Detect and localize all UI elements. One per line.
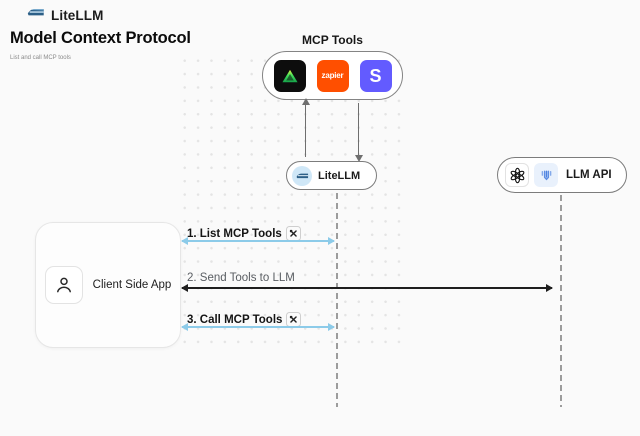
user-icon: [44, 266, 83, 304]
arrowhead-left-icon: [181, 237, 188, 245]
flow-1-label: 1. List MCP Tools: [187, 227, 282, 240]
llm-provider-icon: [534, 163, 558, 187]
litellm-brand: LiteLLM: [27, 6, 103, 24]
litellm-node-label: LiteLLM: [318, 169, 361, 182]
mcp-tool-zapier-icon: zapier: [316, 59, 349, 92]
arrowhead-down-icon: [354, 155, 363, 162]
hammer-wrench-icon: [286, 312, 302, 327]
arrowhead-up-icon: [301, 98, 310, 105]
page-title: Model Context Protocol: [10, 29, 191, 47]
mcp-tools-label: MCP Tools: [302, 33, 363, 47]
llm-api-node-label: LLM API: [566, 169, 612, 181]
arrowhead-left-icon: [181, 284, 188, 292]
client-node-label: Client Side App: [92, 279, 172, 291]
flow-3-arrow: [181, 323, 335, 331]
flow-3-label: 3. Call MCP Tools: [187, 313, 283, 326]
mcp-tool-triangle-icon: [273, 59, 306, 92]
train-icon: [27, 6, 45, 24]
litellm-node: LiteLLM: [286, 161, 377, 190]
arrowhead-left-icon: [181, 323, 188, 331]
openai-icon: [505, 163, 529, 187]
hammer-wrench-icon: [285, 226, 301, 241]
client-side-app-node: Client Side App: [35, 222, 181, 348]
litellm-train-icon: [292, 165, 312, 186]
arrow-litellm-to-mcp: [301, 98, 310, 157]
dot-grid-background: [178, 54, 404, 344]
llm-api-node: LLM API: [497, 157, 627, 193]
mcp-tools-node: zapier S: [262, 51, 403, 100]
flow-2-arrow: [181, 284, 553, 292]
flow-1-arrow: [181, 237, 335, 245]
arrowhead-right-icon: [328, 323, 335, 331]
mcp-tool-stripe-icon: S: [359, 59, 392, 92]
flow-2-label-row: 2. Send Tools to LLM: [187, 272, 295, 284]
llm-api-lifeline: [560, 195, 562, 407]
brand-name: LiteLLM: [51, 7, 104, 23]
arrow-mcp-to-litellm: [354, 103, 363, 162]
page-subtitle: List and call MCP tools: [10, 55, 71, 61]
arrowhead-right-icon: [328, 237, 335, 245]
litellm-lifeline: [336, 193, 338, 407]
flow-1-label-row: 1. List MCP Tools: [187, 226, 301, 241]
flow-3-label-row: 3. Call MCP Tools: [187, 312, 302, 327]
arrowhead-right-icon: [546, 284, 553, 292]
flow-2-label: 2. Send Tools to LLM: [187, 272, 295, 284]
